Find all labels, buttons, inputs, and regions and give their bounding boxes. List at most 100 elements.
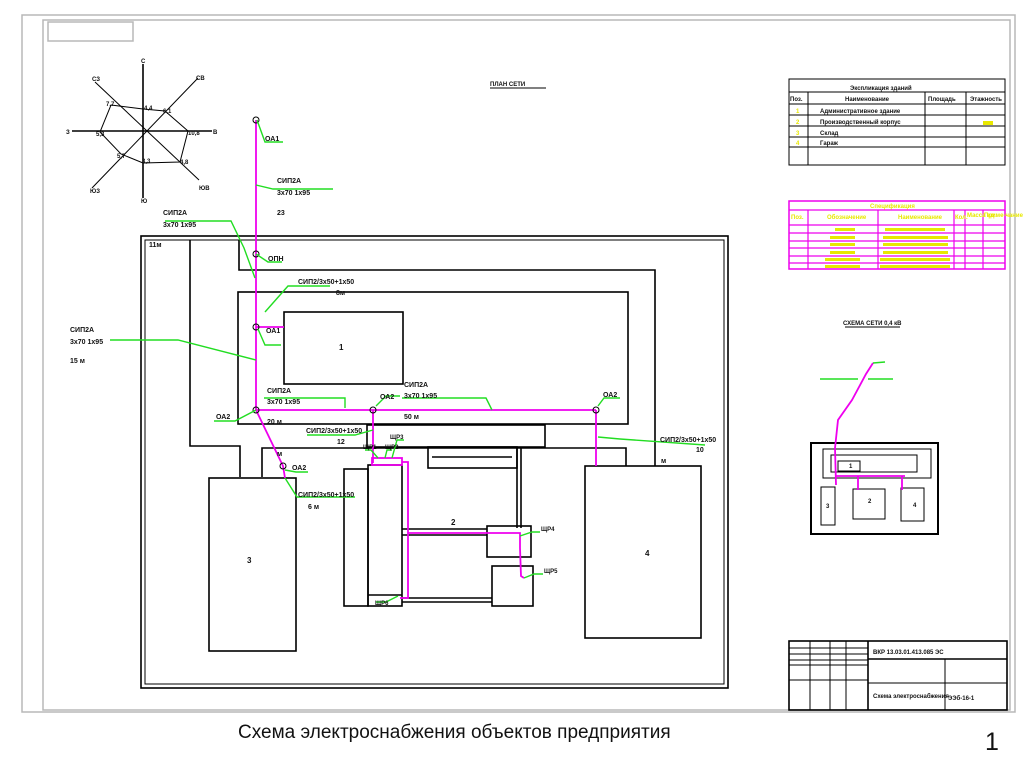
label-panel-6: ЩР6 (375, 601, 389, 607)
label-cable-b3: СИП2/3х50+1х50 (298, 492, 354, 499)
small-plan-number-1: 1 (849, 464, 853, 470)
equipment-header-pos: Поз. (791, 215, 804, 221)
explication-row-4-pos: 4 (796, 141, 800, 147)
label-pole-opn: ОПН (268, 256, 284, 263)
equipment-header-note: Приме-чание (984, 213, 1024, 219)
label-cable-branch: СИП2/3х50+1х50 (298, 279, 354, 286)
label-cable-b2: СИП2/3х50+1х50 (306, 428, 362, 435)
wind-rose-dir-w: З (66, 130, 70, 136)
building-3 (208, 477, 297, 652)
title-block-sheet-title: Схема электроснабжения (873, 693, 949, 700)
explication-row-4-name: Гараж (820, 141, 839, 147)
small-plan-number-2: 2 (868, 499, 872, 505)
label-panel-2: ЩР2 (385, 445, 399, 451)
explication-row-1-name: Административное здание (820, 109, 901, 115)
label-panel-3: ЩР3 (390, 435, 404, 441)
equipment-header-designation: Обозначение (827, 214, 867, 221)
wind-rose-value-sw: 5,7 (117, 154, 126, 160)
label-pole-oa1: ОА1 (266, 328, 280, 335)
explication-header-name: Наименование (845, 97, 890, 103)
title-block-group: ЭЭб-16-1 (948, 695, 975, 702)
explication-header-area: Площадь (928, 97, 956, 103)
explication-row-2-pos: 2 (796, 120, 800, 126)
label-cable-west: СИП2А (70, 327, 94, 334)
wind-rose: С Ю З В СЗ СВ ЮЗ ЮВ 4,4 7,7 6,1 10,8 5,3… (66, 59, 218, 205)
label-cable-right-length: 50 м (404, 414, 419, 421)
label-cable-b4-length: 10 (696, 447, 704, 454)
site-plan: 1 2 3 4 (70, 116, 729, 689)
small-plan-building-2 (852, 488, 886, 520)
wind-rose-value-ne: 6,1 (163, 109, 172, 115)
explication-row-3-name: Склад (820, 131, 839, 137)
small-plan-number-3: 3 (826, 504, 830, 510)
label-corner-mark: 11м (149, 242, 162, 249)
building-1 (283, 311, 404, 385)
explication-header-floors: Этажность (970, 97, 1002, 103)
label-cable-b2-unit: м (277, 451, 282, 458)
label-cable-b3-length: 6 м (308, 504, 319, 511)
label-cable-mid: СИП2А (267, 388, 291, 395)
building-4 (584, 465, 702, 639)
label-cable-b2-length: 12 (337, 439, 345, 446)
wind-rose-value-w: 5,3 (96, 132, 105, 138)
wind-rose-dir-s: Ю (141, 199, 147, 205)
label-cable-left-spec: 3х70 1х95 (163, 222, 196, 229)
wind-rose-dir-sw: ЮЗ (90, 189, 100, 195)
label-cable-west-length: 15 м (70, 358, 85, 365)
wind-rose-value-s: 3,3 (142, 159, 151, 165)
building-1-number: 1 (339, 343, 344, 352)
label-cable-right-spec: 3х70 1х95 (404, 393, 437, 400)
leader-lines (110, 119, 706, 603)
explication-row-3-pos: 3 (796, 131, 800, 137)
small-plan-building-4 (900, 487, 925, 522)
equipment-header-name: Наименование (898, 215, 943, 221)
label-pole-oa2-low: ОА2 (292, 465, 306, 472)
label-cable-top-length: 23 (277, 210, 285, 217)
wind-rose-dir-se: ЮВ (199, 186, 210, 192)
building-2-number: 2 (451, 518, 456, 527)
small-plan-number-4: 4 (913, 503, 917, 509)
cable-routes (255, 120, 597, 599)
label-cable-left: СИП2А (163, 210, 187, 217)
explication-header-pos: Поз. (790, 97, 803, 103)
building-3-number: 3 (247, 556, 252, 565)
label-cable-right: СИП2А (404, 382, 428, 389)
wind-rose-dir-e: В (213, 130, 218, 136)
label-cable-top-spec: 3х70 1х95 (277, 190, 310, 197)
explication-highlight (983, 121, 993, 125)
explication-table: Экспликация зданий Поз. Наименование Пло… (788, 78, 1006, 166)
label-panel-4: ЩР4 (541, 527, 555, 533)
title-block-doc-code: ВКР 13.03.01.413.085 ЭС (873, 650, 944, 656)
label-cable-top: СИП2А (277, 178, 301, 185)
label-panel-5: ЩР5 (544, 569, 558, 575)
title-block: ВКР 13.03.01.413.085 ЭС Схема электросна… (788, 640, 1008, 711)
slide-caption: Схема электроснабжения объектов предприя… (238, 722, 671, 743)
explication-title: Экспликация зданий (850, 85, 912, 92)
equipment-table: Спецификация Поз. Обозначение Наименован… (788, 200, 1024, 270)
slide-number: 1 (985, 728, 999, 756)
wind-rose-dir-n: С (141, 59, 146, 65)
wind-rose-value-nw: 7,7 (106, 102, 115, 108)
small-plan-title: СХЕМА СЕТИ 0,4 кВ (843, 321, 902, 327)
wind-rose-dir-nw: СЗ (92, 77, 100, 83)
label-pole-oa2-mid: ОА2 (380, 394, 394, 401)
poles (252, 116, 600, 470)
wind-rose-dir-ne: СВ (196, 76, 205, 82)
small-plan-building-1 (837, 460, 861, 472)
label-pole-oa1-top: ОА1 (265, 136, 279, 143)
equipment-title: Спецификация (870, 203, 915, 210)
building-2 (367, 464, 403, 607)
wind-rose-value-n: 4,4 (144, 106, 153, 112)
label-cable-mid-length: 20 м (267, 419, 282, 426)
equipment-header-mass: Масса ед. (967, 213, 996, 219)
label-cable-branch-length: 8м (336, 290, 345, 297)
sheet-frame (21, 14, 1016, 713)
label-pole-oa2-left: ОА2 (216, 414, 230, 421)
label-cable-mid-spec: 3х70 1х95 (267, 399, 300, 406)
label-panel-1: ЩР1 (363, 445, 377, 451)
label-cable-b4-unit: м (661, 458, 666, 465)
explication-row-2-name: Производственный корпус (820, 119, 901, 126)
label-pole-oa2-right: ОА2 (603, 392, 617, 399)
small-plan: СХЕМА СЕТИ 0,4 кВ 1 2 3 4 (810, 321, 939, 535)
